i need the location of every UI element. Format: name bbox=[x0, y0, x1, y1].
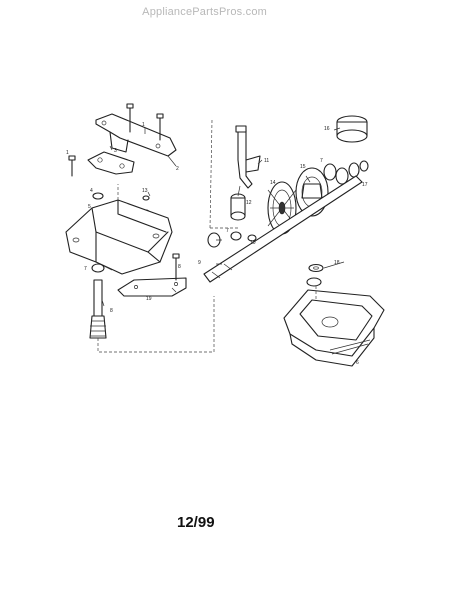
watermark-text: AppliancePartsPros.com bbox=[142, 6, 267, 18]
housing-cover bbox=[65, 199, 173, 275]
part-label-4: 4 bbox=[90, 188, 93, 194]
part-label-1: 1 bbox=[142, 122, 145, 128]
part-label-9: 9 bbox=[198, 260, 201, 266]
part-label-7c: 7 bbox=[320, 158, 323, 164]
part-label-2: 2 bbox=[176, 166, 179, 172]
top-screws bbox=[68, 103, 164, 177]
bushing bbox=[336, 115, 368, 143]
part-label-15: 15 bbox=[300, 164, 306, 170]
part-label-10: 10 bbox=[250, 240, 256, 246]
gasket bbox=[117, 277, 187, 297]
part-label-6: 6 bbox=[356, 360, 359, 366]
main-shaft bbox=[203, 175, 363, 283]
worm-shaft bbox=[89, 263, 107, 339]
gear-case-base bbox=[283, 289, 385, 367]
part-label-16: 16 bbox=[324, 126, 330, 132]
part-label-3: 3 bbox=[114, 148, 117, 154]
date-code: 12/99 bbox=[177, 514, 215, 531]
leader-lines bbox=[101, 127, 345, 307]
lower-washers bbox=[306, 263, 324, 287]
part-label-11: 11 bbox=[264, 158, 269, 164]
part-label-8b: 8 bbox=[178, 264, 181, 270]
part-label-14: 14 bbox=[270, 180, 276, 186]
part-label-17: 17 bbox=[362, 182, 368, 188]
shift-fork bbox=[235, 125, 261, 189]
part-label-12: 12 bbox=[246, 200, 252, 206]
part-label-19: 19 bbox=[146, 296, 152, 302]
part-label-8: 8 bbox=[110, 308, 113, 314]
part-label-7: 7 bbox=[84, 266, 87, 272]
part-labels: 1 1 2 3 4 5 6 7 7 7 8 8 9 10 11 12 13 14… bbox=[66, 122, 368, 366]
top-bracket bbox=[95, 113, 177, 157]
part-label-5: 5 bbox=[88, 204, 91, 210]
middle-plate bbox=[87, 151, 135, 175]
gasket-screw bbox=[172, 253, 180, 281]
collars bbox=[207, 160, 369, 248]
part-label-13: 13 bbox=[142, 188, 148, 194]
part-label-7b: 7 bbox=[226, 228, 229, 234]
spacer bbox=[230, 193, 246, 221]
part-label-1b: 1 bbox=[66, 150, 69, 156]
part-label-18: 18 bbox=[334, 260, 340, 266]
